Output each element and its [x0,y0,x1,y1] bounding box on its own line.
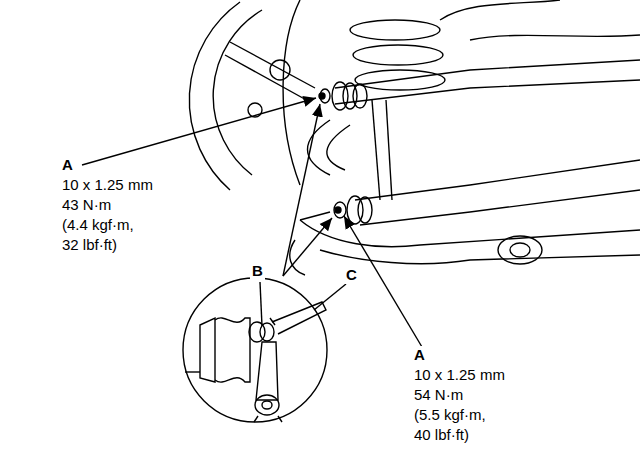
torque-spec: (5.5 kgf·m, [412,406,488,424]
torque-spec: 10 x 1.25 mm [60,176,155,194]
callout-letter: B [250,262,265,280]
torque-spec: (4.4 kgf·m, [60,216,136,234]
torque-spec: 32 lbf·ft) [60,236,119,254]
torque-spec: 54 N·m [412,386,465,404]
torque-spec: 10 x 1.25 mm [412,366,507,384]
callout-letter: C [344,266,359,284]
torque-spec: 40 lbf·ft) [412,426,471,444]
callout-letter: A [60,156,75,174]
callout-letter: A [412,346,427,364]
torque-spec: 43 N·m [60,196,113,214]
